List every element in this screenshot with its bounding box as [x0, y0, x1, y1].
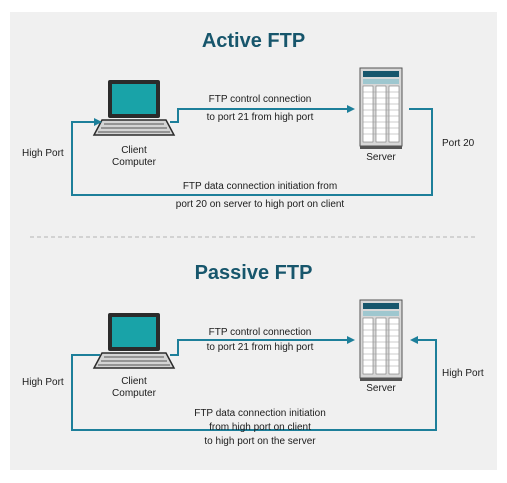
- active-server-port-label: Port 20: [442, 138, 475, 149]
- active-control-label-line1: FTP control connection: [208, 94, 312, 105]
- active-control-label-line2: to port 21 from high port: [206, 112, 314, 123]
- active-client-label-line1: Client: [121, 145, 147, 156]
- passive-data-label-line1: FTP data connection initiation: [194, 408, 326, 419]
- passive-server-label: Server: [366, 383, 396, 394]
- active-server-label: Server: [366, 152, 396, 163]
- active-client-port-label: High Port: [22, 148, 64, 159]
- active-control-arrow: [170, 105, 355, 123]
- passive-data-label-line2: from high port on client: [209, 422, 311, 433]
- active-data-arrow: [71, 108, 433, 196]
- passive-data-arrow: [71, 336, 437, 431]
- active-data-label-line2: port 20 on server to high port on client: [175, 199, 345, 210]
- active-client-label-line2: Computer: [112, 157, 156, 168]
- passive-server-icon: [359, 299, 403, 382]
- passive-data-label-line3: to high port on the server: [204, 436, 316, 447]
- passive-client-laptop-icon: [93, 312, 175, 369]
- passive-control-arrow: [170, 336, 355, 356]
- passive-control-label-line2: to port 21 from high port: [206, 342, 314, 353]
- active-server-icon: [359, 67, 403, 150]
- passive-client-port-label: High Port: [22, 377, 64, 388]
- passive-server-port-label: High Port: [442, 368, 484, 379]
- passive-client-label-line2: Computer: [112, 388, 156, 399]
- passive-title: Passive FTP: [194, 262, 313, 284]
- active-data-label-line1: FTP data connection initiation from: [182, 181, 338, 192]
- diagram-panel: [10, 12, 497, 470]
- active-title: Active FTP: [201, 30, 306, 52]
- passive-control-label-line1: FTP control connection: [208, 327, 312, 338]
- active-client-laptop-icon: [93, 79, 175, 136]
- passive-client-label-line1: Client: [121, 376, 147, 387]
